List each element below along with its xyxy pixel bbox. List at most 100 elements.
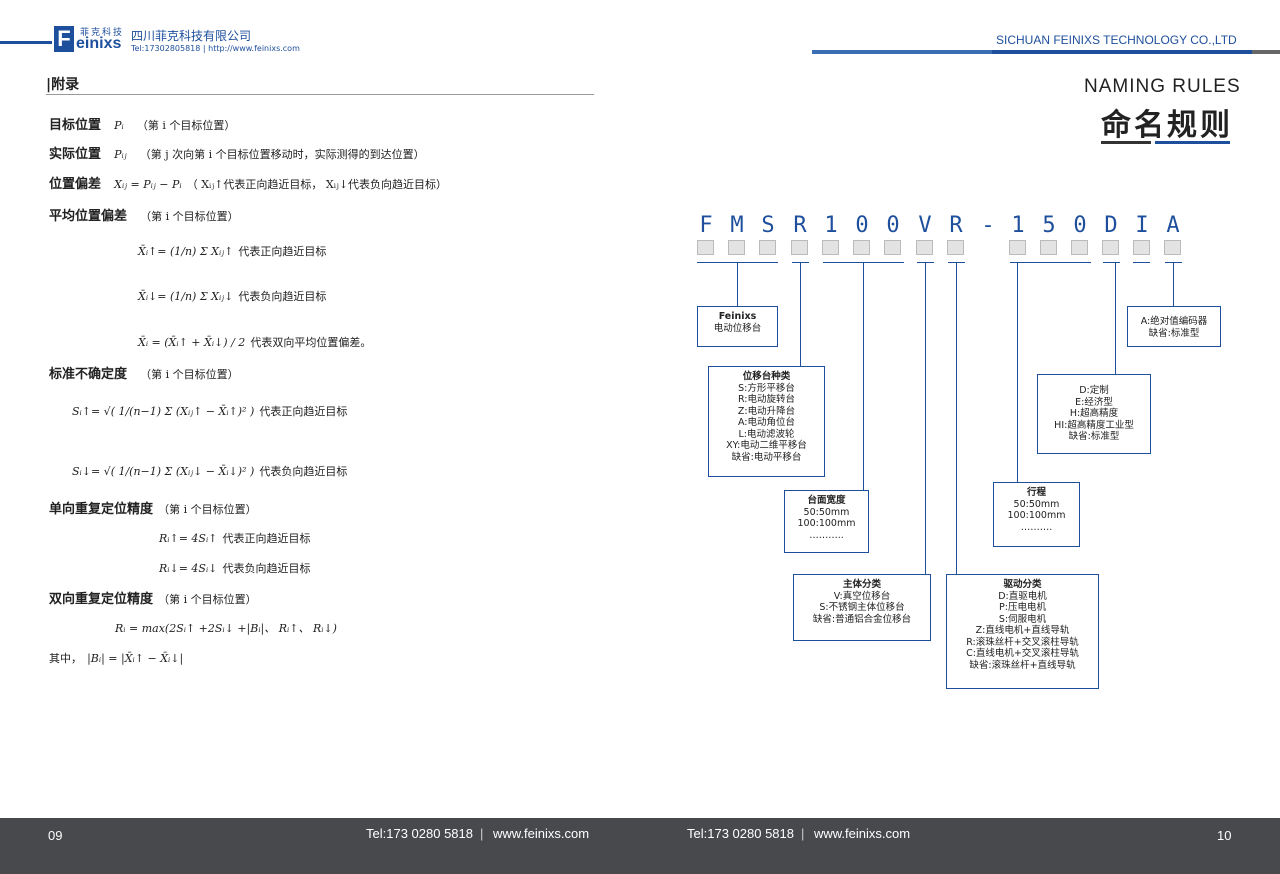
formula: X̄ᵢ = (X̄ᵢ↑ + X̄ᵢ↓) / 2 xyxy=(138,336,246,349)
box-title: 驱动分类 xyxy=(1003,579,1042,590)
code-char: I xyxy=(1135,213,1149,238)
box-line: Z:电动升降台 xyxy=(737,405,796,417)
formula-note: 代表双向平均位置偏差。 xyxy=(250,336,372,349)
connector xyxy=(956,262,957,574)
code-char: R xyxy=(949,213,963,238)
code-slot xyxy=(697,240,714,255)
code-slot xyxy=(916,240,933,255)
page-number-right: 10 xyxy=(1217,828,1232,843)
term-label: 实际位置 xyxy=(49,147,102,162)
box-line: 50:50mm xyxy=(803,506,850,518)
logo-cn-text: 菲克科技 xyxy=(80,28,125,38)
formula-note: 代表正向趋近目标 xyxy=(259,405,348,418)
group-underline xyxy=(1103,262,1120,263)
box-line: P:压电电机 xyxy=(999,602,1046,613)
box-line: A:电动角位台 xyxy=(737,417,796,428)
header-rule-right-accent xyxy=(812,50,992,54)
code-slot xyxy=(728,240,745,255)
box-drive-type: 驱动分类 D:直驱电机 P:压电电机 S:伺服电机 Z:直线电机+直线导轨 R:… xyxy=(946,574,1099,689)
formula: Rᵢ↑= 4Sᵢ↑ xyxy=(159,532,218,545)
box-line: S:方形平移台 xyxy=(738,382,795,394)
naming-title-cn: 命名规则 xyxy=(1101,108,1233,143)
formula-row: Rᵢ = max(2Sᵢ↑ +2Sᵢ↓ +|Bᵢ|、 Rᵢ↑、 Rᵢ↓) xyxy=(115,617,337,636)
bidirectional-row: 双向重复定位精度 （第 i 个目标位置） xyxy=(49,588,257,607)
box-title: 主体分类 xyxy=(842,579,881,590)
target-position-row: 目标位置 Pᵢ （第 i 个目标位置） xyxy=(49,114,235,133)
footer-separator: | xyxy=(801,826,805,841)
company-contact: Tel:17302805818 | http://www.feinixs.com xyxy=(131,44,300,53)
box-line: E:经济型 xyxy=(1075,396,1113,408)
connector xyxy=(1173,262,1174,306)
formula-row: Sᵢ↓= √( 1/(n−1) Σ (Xᵢⱼ↓ − X̄ᵢ↓)² ) 代表负向趋… xyxy=(72,460,347,479)
code-char: - xyxy=(981,213,995,238)
header-rule-left xyxy=(0,41,52,44)
box-line: 缺省:电动平移台 xyxy=(731,451,802,463)
position-deviation-row: 位置偏差 Xᵢⱼ = Pᵢⱼ − Pᵢ （ Xᵢⱼ↑代表正向趋近目标， Xᵢⱼ↓… xyxy=(49,173,447,192)
connector xyxy=(925,262,926,574)
code-char: D xyxy=(1104,213,1118,238)
box-line: 50:50mm xyxy=(1013,498,1060,510)
formula: X̄ᵢ↑= (1/n) Σ Xᵢⱼ↑ xyxy=(138,245,234,258)
box-line: S:不锈钢主体位移台 xyxy=(819,602,905,613)
code-slot xyxy=(947,240,964,255)
box-line: 电动位移台 xyxy=(713,322,762,334)
box-stroke: 行程 50:50mm 100:100mm ………. xyxy=(993,482,1080,547)
box-line: 缺省:标准型 xyxy=(1148,327,1200,339)
footer-separator: | xyxy=(480,826,484,841)
code-char: F xyxy=(699,213,713,238)
formula-note: 代表正向趋近目标 xyxy=(238,245,327,258)
box-line: C:直线电机+交叉滚柱导轨 xyxy=(966,648,1079,659)
header-rule-right-end xyxy=(1252,50,1280,54)
box-title: Feinixs xyxy=(718,311,757,322)
box-stage-type: 位移台种类 S:方形平移台 R:电动旋转台 Z:电动升降台 A:电动角位台 L:… xyxy=(708,366,825,477)
connector xyxy=(800,262,801,366)
connector xyxy=(1017,262,1018,482)
code-char: 0 xyxy=(855,213,869,238)
box-line: Z:直线电机+直线导轨 xyxy=(975,625,1070,636)
formula-row: X̄ᵢ↓= (1/n) Σ Xᵢⱼ↓ 代表负向趋近目标 xyxy=(138,285,326,304)
group-underline xyxy=(1133,262,1150,263)
naming-underline xyxy=(1101,141,1151,144)
term-label: 位置偏差 xyxy=(49,177,102,192)
code-char: M xyxy=(730,213,744,238)
footer-web-right[interactable]: www.feinixs.com xyxy=(814,826,911,841)
box-title: 位移台种类 xyxy=(742,371,791,382)
formula-note: 代表负向趋近目标 xyxy=(222,562,311,575)
box-body-type: 主体分类 V:真空位移台 S:不锈钢主体位移台 缺省:普通铝合金位移台 xyxy=(793,574,931,641)
term-note: （第 i 个目标位置） xyxy=(158,593,257,606)
code-slot xyxy=(853,240,870,255)
code-char: S xyxy=(761,213,775,238)
connector xyxy=(1115,262,1116,374)
code-slot xyxy=(822,240,839,255)
formula-row: Sᵢ↑= √( 1/(n−1) Σ (Xᵢⱼ↑ − X̄ᵢ↑)² ) 代表正向趋… xyxy=(72,400,347,419)
box-line: R:电动旋转台 xyxy=(737,394,795,405)
box-line: R:滚珠丝杆+交叉滚柱导轨 xyxy=(966,636,1079,648)
footer-tel-left: Tel:173 0280 5818 xyxy=(366,826,473,841)
code-char: V xyxy=(918,213,932,238)
formula: Xᵢⱼ = Pᵢⱼ − Pᵢ xyxy=(114,178,182,191)
code-char: A xyxy=(1166,213,1180,238)
box-title: 台面宽度 xyxy=(807,495,846,506)
connector xyxy=(863,262,864,490)
box-line: A:绝对值编码器 xyxy=(1140,316,1208,327)
term-label: 双向重复定位精度 xyxy=(49,592,154,607)
footer-web-left[interactable]: www.feinixs.com xyxy=(493,826,590,841)
term-note: （第 i 个目标位置） xyxy=(158,503,257,516)
box-line: S:伺服电机 xyxy=(998,613,1047,625)
box-line: D:直驱电机 xyxy=(998,590,1047,602)
formula: X̄ᵢ↓= (1/n) Σ Xᵢⱼ↓ xyxy=(138,290,234,303)
box-table-width: 台面宽度 50:50mm 100:100mm ……….. xyxy=(784,490,869,553)
formula-row: Rᵢ↑= 4Sᵢ↑ 代表正向趋近目标 xyxy=(159,527,310,546)
section-title: |附录 xyxy=(46,77,80,93)
term-label: 平均位置偏差 xyxy=(49,209,128,224)
box-line: D:定制 xyxy=(1079,385,1109,396)
header-rule-right xyxy=(812,50,1252,54)
box-line: ……….. xyxy=(809,529,844,541)
code-char: 5 xyxy=(1042,213,1056,238)
naming-title-en: NAMING RULES xyxy=(1084,76,1241,97)
box-line: 缺省:普通铝合金位移台 xyxy=(812,613,912,625)
box-line: HI:超高精度工业型 xyxy=(1054,419,1134,431)
formula-note: 代表负向趋近目标 xyxy=(259,465,348,478)
group-underline xyxy=(1010,262,1091,263)
code-slot xyxy=(1133,240,1150,255)
